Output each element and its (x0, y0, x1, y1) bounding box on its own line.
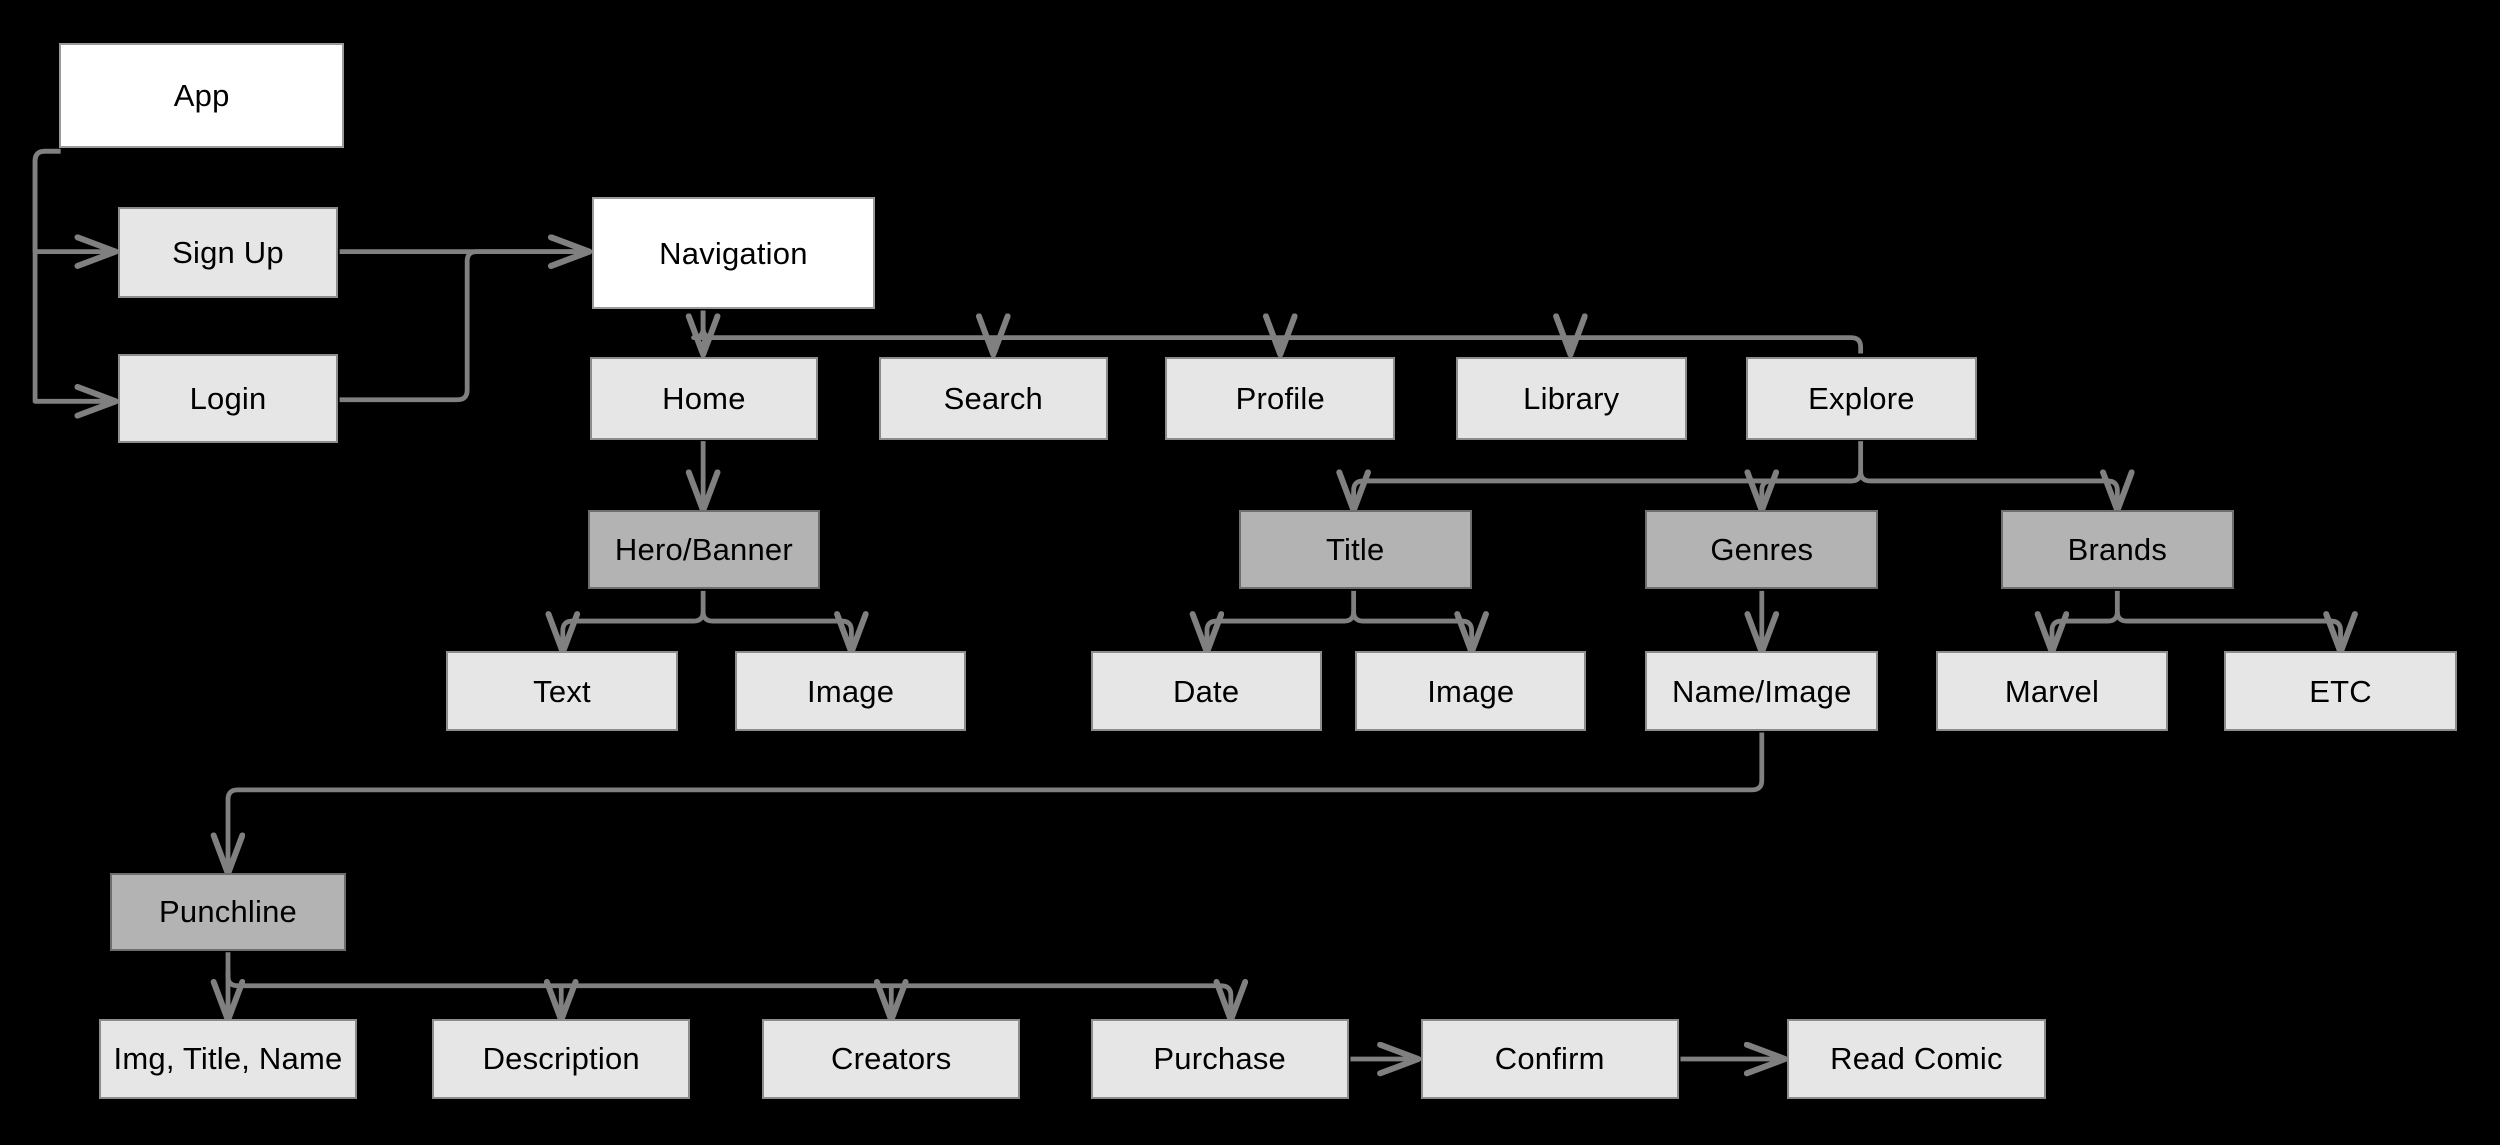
node-label-genres: Genres (1710, 531, 1814, 567)
edge-title-trunk (1204, 590, 1357, 652)
edge-nameimage-punchline (228, 732, 1765, 873)
edge-explore-trunk (1351, 441, 1864, 510)
node-label-confirm: Confirm (1494, 1041, 1605, 1077)
node-label-navigation: Navigation (659, 235, 808, 271)
node-label-readcomic: Read Comic (1830, 1041, 2003, 1077)
node-signup[interactable]: Sign Up (117, 207, 338, 298)
edge-title-image (1351, 612, 1472, 652)
edge-hero-trunk (560, 590, 706, 652)
node-label-etc: ETC (2309, 673, 2372, 709)
edge-app-signup (32, 148, 115, 401)
node-login[interactable]: Login (117, 353, 338, 443)
node-navigation[interactable]: Navigation (591, 197, 876, 309)
node-creators[interactable]: Creators (762, 1019, 1021, 1099)
node-label-imgtitlename: Img, Title, Name (113, 1041, 343, 1077)
node-confirm[interactable]: Confirm (1420, 1019, 1679, 1099)
node-description[interactable]: Description (432, 1019, 691, 1099)
node-text[interactable]: Text (446, 651, 678, 731)
node-label-text: Text (533, 673, 591, 709)
node-date[interactable]: Date (1090, 651, 1322, 731)
node-label-image1: Image (807, 673, 895, 709)
node-label-hero: Hero/Banner (614, 531, 793, 567)
node-label-login: Login (189, 380, 267, 416)
edge-brands-etc (2114, 612, 2340, 652)
node-purchase[interactable]: Purchase (1090, 1019, 1349, 1099)
node-label-app: App (173, 78, 230, 114)
node-label-home: Home (662, 380, 746, 416)
node-etc[interactable]: ETC (2224, 651, 2457, 731)
node-label-explore: Explore (1808, 380, 1915, 416)
node-search[interactable]: Search (878, 356, 1109, 440)
node-nameimage[interactable]: Name/Image (1645, 651, 1879, 731)
edge-app-login (32, 148, 115, 251)
node-brands[interactable]: Brands (2000, 509, 2234, 590)
node-imgtitlename[interactable]: Img, Title, Name (98, 1019, 358, 1099)
node-marvel[interactable]: Marvel (1935, 651, 2169, 731)
node-label-nameimage: Name/Image (1672, 673, 1852, 709)
edge-login-navigation (339, 252, 589, 403)
edge-navigation-home (694, 310, 713, 354)
node-title[interactable]: Title (1238, 509, 1472, 590)
node-label-creators: Creators (831, 1041, 952, 1077)
node-home[interactable]: Home (589, 356, 818, 440)
edge-hero-image (700, 612, 851, 652)
node-profile[interactable]: Profile (1165, 356, 1396, 440)
edge-explore-brands (1858, 471, 2118, 509)
node-label-brands: Brands (2067, 531, 2168, 567)
node-label-marvel: Marvel (2004, 673, 2100, 709)
node-image2[interactable]: Image (1355, 651, 1587, 731)
node-label-library: Library (1523, 380, 1620, 416)
node-label-signup: Sign Up (172, 234, 284, 270)
node-label-date: Date (1172, 673, 1240, 709)
node-punchline[interactable]: Punchline (110, 872, 346, 951)
node-explore[interactable]: Explore (1745, 356, 1978, 440)
node-label-purchase: Purchase (1153, 1041, 1286, 1077)
node-label-image2: Image (1427, 673, 1515, 709)
node-label-profile: Profile (1235, 380, 1325, 416)
edge-brands-trunk (2049, 590, 2120, 652)
edge-explore-genres (1762, 471, 1864, 509)
node-hero[interactable]: Hero/Banner (588, 509, 820, 590)
node-image1[interactable]: Image (735, 651, 967, 731)
node-label-description: Description (482, 1041, 640, 1077)
node-readcomic[interactable]: Read Comic (1787, 1019, 2046, 1099)
node-label-punchline: Punchline (159, 894, 297, 930)
node-library[interactable]: Library (1455, 356, 1687, 440)
node-label-title: Title (1326, 531, 1385, 567)
node-label-search: Search (943, 380, 1043, 416)
edge-navigation-trunk (700, 310, 1864, 354)
edge-punchline-trunk (225, 952, 1234, 1020)
node-genres[interactable]: Genres (1645, 509, 1879, 590)
node-app[interactable]: App (58, 42, 345, 149)
